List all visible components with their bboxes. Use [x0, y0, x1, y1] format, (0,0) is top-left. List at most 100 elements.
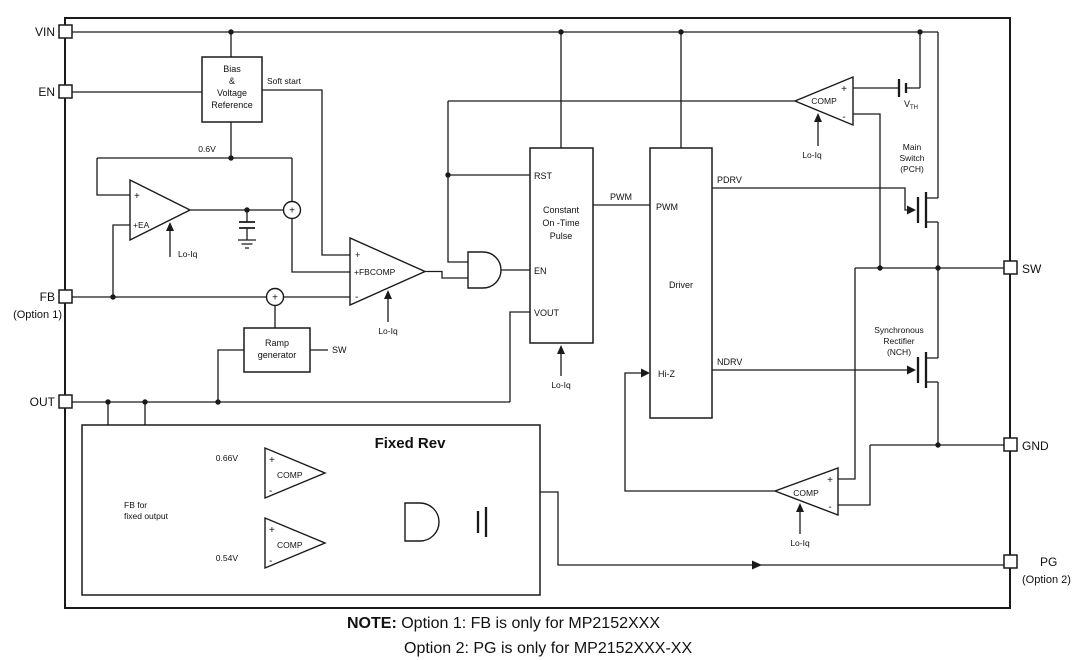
- fixed-comp-lo-minus: -: [269, 556, 272, 567]
- ndrv-label: NDRV: [717, 357, 742, 367]
- pg-open-drain-mosfet: [476, 507, 488, 537]
- fixed-comp-lo-name: COMP: [277, 540, 303, 550]
- comp-top-name: COMP: [811, 96, 837, 106]
- cot-rst-label: RST: [534, 171, 553, 181]
- sum2-plus-label: +: [272, 293, 278, 304]
- lo-iq-arrows: [166, 113, 822, 534]
- fixed-fb-label-1: FB for: [124, 500, 147, 510]
- fixed-vlow-label: 0.54V: [216, 553, 239, 563]
- and-gate-fixed: [404, 502, 440, 542]
- ea-compensation-capacitor: [239, 221, 255, 229]
- loiq-label-comp-top: Lo-Iq: [802, 150, 822, 160]
- pin-gnd: [1003, 437, 1018, 452]
- loiq-label-cot: Lo-Iq: [551, 380, 571, 390]
- loiq-label-ea: Lo-Iq: [178, 249, 198, 259]
- bias-voltage-reference-block: [201, 56, 263, 123]
- summing-node-2: [265, 287, 285, 307]
- fbcomp-plus-label: +: [355, 250, 360, 260]
- sync-rectifier-nch-mosfet: [916, 352, 928, 388]
- constant-on-time-pulse-block: [529, 147, 594, 344]
- cot-en-label: EN: [534, 266, 547, 276]
- sync-rect-label-3: (NCH): [887, 347, 911, 357]
- fixed-comp-hi-minus: -: [269, 486, 272, 497]
- pin-label-fb-option: (Option 1): [13, 309, 62, 321]
- comp-bottom-name: COMP: [793, 488, 819, 498]
- driver-name-label: Driver: [669, 280, 693, 290]
- vth-label: VTH: [904, 99, 918, 111]
- comp-bottom-minus: -: [828, 502, 831, 513]
- fixed-comparator-low: [264, 516, 327, 570]
- fbcomp-comparator: [349, 236, 427, 307]
- loiq-label-fbcomp: Lo-Iq: [378, 326, 398, 336]
- bias-label-3: Voltage: [217, 88, 247, 98]
- cot-line-3: Pulse: [550, 231, 573, 241]
- pin-label-en: EN: [38, 85, 55, 99]
- fixed-vhigh-label: 0.66V: [216, 453, 239, 463]
- fixed-rev-title: Fixed Rev: [375, 435, 447, 452]
- driver-pwm-label: PWM: [656, 202, 678, 212]
- summing-node-1: [282, 200, 302, 220]
- ramp-label-1: Ramp: [265, 338, 289, 348]
- and-gate-main: [467, 251, 502, 289]
- main-switch-label-3: (PCH): [900, 164, 924, 174]
- pin-en: [58, 84, 73, 99]
- ramp-label-2: generator: [258, 350, 297, 360]
- note-line-2: Option 2: PG is only for MP2152XXX-XX: [404, 640, 692, 657]
- fixed-comp-hi-name: COMP: [277, 470, 303, 480]
- ea-plus-label: +: [134, 191, 140, 202]
- pin-label-fb: FB: [40, 290, 55, 304]
- fixed-rev-box: [81, 424, 541, 596]
- pin-label-out: OUT: [30, 395, 56, 409]
- bias-label-4: Reference: [211, 100, 253, 110]
- ramp-generator-block: [243, 327, 311, 373]
- vref-label: 0.6V: [198, 144, 216, 154]
- ramp-sw-label: SW: [332, 345, 347, 355]
- pin-label-sw: SW: [1022, 262, 1042, 276]
- bias-label-2: &: [229, 76, 235, 86]
- capacitor-plates: [137, 79, 908, 455]
- driver-hiz-label: Hi-Z: [658, 369, 675, 379]
- pin-sw: [1003, 260, 1018, 275]
- comp-top-minus: -: [842, 112, 845, 123]
- fixed-comp-hi-plus: +: [269, 455, 275, 466]
- pin-label-pg-option: (Option 2): [1022, 574, 1071, 586]
- pdrv-label: PDRV: [717, 175, 742, 185]
- pwm-driver-block: [649, 147, 713, 419]
- note-line-1: NOTE: Option 1: FB is only for MP2152XXX: [347, 615, 660, 632]
- pin-fb: [58, 289, 73, 304]
- package-pins: [58, 24, 1018, 569]
- loiq-label-comp-bottom: Lo-Iq: [790, 538, 810, 548]
- pin-out: [58, 394, 73, 409]
- cot-vout-label: VOUT: [534, 308, 560, 318]
- sync-rect-label-1: Synchronous: [874, 325, 924, 335]
- pin-label-gnd: GND: [1022, 439, 1049, 453]
- bias-label-1: Bias: [223, 64, 241, 74]
- pin-label-vin: VIN: [35, 25, 55, 39]
- main-switch-label-1: Main: [903, 142, 922, 152]
- fixed-comp-lo-plus: +: [269, 525, 275, 536]
- fbcomp-minus-label: -: [355, 292, 358, 303]
- sum1-plus-label: +: [289, 206, 295, 217]
- ic-boundary: [64, 17, 1011, 609]
- main-switch-pch-mosfet: [916, 192, 928, 228]
- pwm-wire-label: PWM: [610, 192, 632, 202]
- comp-top-plus: +: [841, 84, 847, 95]
- cot-line-1: Constant: [543, 205, 580, 215]
- vth-threshold-source: [897, 79, 908, 97]
- pin-pg: [1003, 554, 1018, 569]
- ea-name-label: +EA: [133, 220, 150, 230]
- cot-line-2: On -Time: [542, 218, 579, 228]
- fixed-comparator-high: [264, 446, 327, 500]
- pin-label-pg: PG: [1040, 555, 1057, 569]
- main-switch-label-2: Switch: [899, 153, 924, 163]
- comparator-top: [793, 75, 854, 127]
- fbcomp-name-label: +FBCOMP: [354, 267, 396, 277]
- pin-vin: [58, 24, 73, 39]
- error-amplifier: [129, 178, 192, 242]
- comp-bottom-plus: +: [827, 475, 833, 486]
- comparator-bottom: [772, 466, 839, 517]
- soft-start-label: Soft start: [267, 76, 302, 86]
- fixed-fb-label-2: fixed output: [124, 511, 169, 521]
